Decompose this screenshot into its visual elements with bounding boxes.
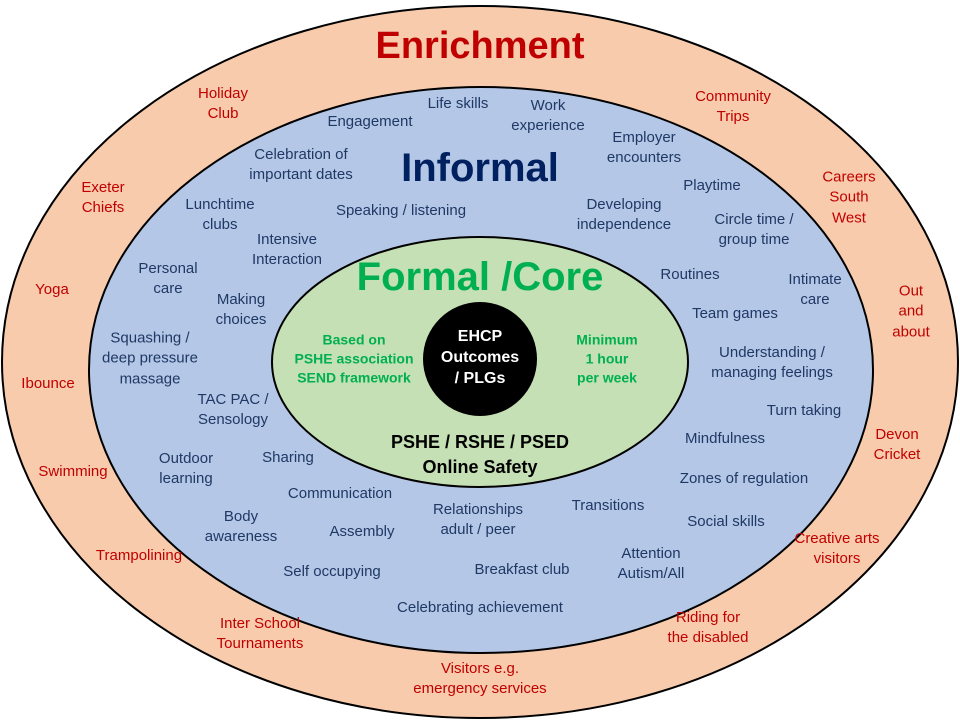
informal-item: Social skills: [687, 512, 765, 530]
informal-item: Mindfulness: [684, 429, 766, 447]
informal-item: Transitions: [571, 496, 645, 514]
informal-item: Lunchtime clubs: [185, 195, 255, 233]
informal-item: Understanding / managing feelings: [711, 343, 833, 381]
enrichment-item: Riding for the disabled: [667, 608, 749, 646]
enrichment-item: Swimming: [38, 462, 108, 480]
enrichment-title: Enrichment: [375, 25, 585, 67]
informal-item: Celebration of important dates: [249, 145, 353, 183]
informal-title: Informal: [401, 146, 559, 190]
informal-item: Breakfast club: [474, 560, 570, 578]
core-right-note: Minimum 1 hour per week: [576, 331, 638, 386]
informal-item: Turn taking: [766, 401, 842, 419]
informal-item: Circle time / group time: [714, 210, 794, 248]
informal-item: Speaking / listening: [335, 201, 467, 219]
informal-item: Zones of regulation: [679, 469, 809, 487]
enrichment-item: Ibounce: [21, 374, 75, 392]
center-circle: [423, 302, 537, 416]
informal-item: Body awareness: [204, 507, 278, 545]
informal-item: Relationships adult / peer: [432, 500, 524, 538]
informal-item: Engagement: [327, 112, 413, 130]
informal-item: Employer encounters: [606, 128, 682, 166]
enrichment-item: Devon Cricket: [873, 425, 921, 463]
core-left-note: Based on PSHE association SEND framework: [294, 331, 414, 386]
informal-item: Self occupying: [283, 562, 381, 580]
informal-item: Making choices: [215, 290, 267, 328]
enrichment-item: Exeter Chiefs: [81, 178, 125, 216]
enrichment-item: Yoga: [35, 280, 69, 298]
informal-item: Outdoor learning: [158, 449, 214, 487]
informal-item: Personal care: [138, 259, 198, 297]
informal-item: Squashing / deep pressure massage: [102, 329, 198, 388]
informal-item: Playtime: [683, 176, 741, 194]
enrichment-item: Careers South West: [822, 168, 876, 227]
enrichment-item: Holiday Club: [197, 84, 249, 122]
informal-item: Work experience: [511, 96, 585, 134]
center-label: EHCP Outcomes / PLGs: [440, 327, 520, 387]
core-title: Formal /Core: [356, 255, 604, 299]
informal-item: Communication: [287, 484, 393, 502]
enrichment-item: Inter School Tournaments: [216, 614, 304, 652]
enrichment-item: Trampolining: [95, 546, 183, 564]
enrichment-item: Community Trips: [695, 87, 771, 125]
informal-item: Life skills: [427, 94, 489, 112]
informal-item: TAC PAC / Sensology: [197, 390, 269, 428]
informal-item: Team games: [692, 304, 778, 322]
informal-item: Intensive Interaction: [251, 230, 323, 268]
informal-item: Attention Autism/All: [617, 544, 685, 582]
enrichment-item: Visitors e.g. emergency services: [413, 659, 547, 697]
core-subjects: PSHE / RSHE / PSED Online Safety: [390, 431, 570, 477]
enrichment-item: Creative arts visitors: [794, 529, 880, 567]
informal-item: Routines: [660, 265, 720, 283]
informal-item: Sharing: [262, 448, 314, 466]
informal-item: Assembly: [329, 522, 395, 540]
informal-item: Intimate care: [788, 270, 842, 308]
enrichment-item: Out and about: [892, 282, 930, 341]
informal-item: Developing independence: [576, 195, 672, 233]
informal-item: Celebrating achievement: [397, 598, 563, 616]
